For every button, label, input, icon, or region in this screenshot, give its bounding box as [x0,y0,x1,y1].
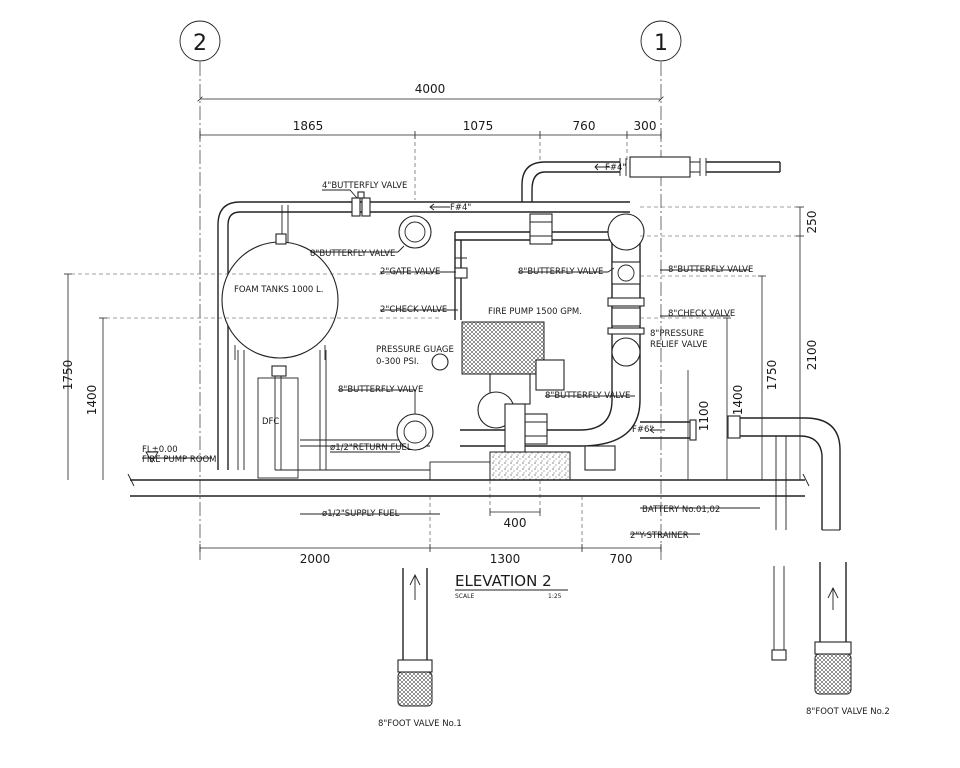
dim-700: 700 [610,552,633,566]
leader-lines [142,189,760,535]
dim-2000: 2000 [300,552,331,566]
grid-marker-2: 2 [179,20,221,62]
annotation-labels: 4"BUTTERFLY VALVE F#4" F#4" 8"BUTTERFLY … [142,163,890,729]
floor-line [127,473,810,497]
scale-label: SCALE [455,593,474,600]
dim-1300: 1300 [490,552,521,566]
scale-value: 1:25 [548,593,562,600]
foam-tank [221,233,339,377]
label-2in-gate-valve: 2"GATE VALVE [380,267,440,277]
label-8in-butterfly-valve-top-left: 8"BUTTERFLY VALVE [310,249,395,259]
drawing-title: ELEVATION 2 [455,572,552,590]
foot-valve-1 [397,568,433,707]
label-y-strainer: 2"Y-STRAINER [630,531,689,541]
label-fire-pump-room: FIRE PUMP ROOM [142,455,217,465]
label-8in-butterfly-valve-center: 8"BUTTERFLY VALVE [518,267,603,277]
dimension-top-segments: 1865 1075 760 300 [199,119,662,200]
dim-760: 760 [573,119,596,133]
dim-1400-left: 1400 [85,385,99,416]
label-supply-fuel: ø1/2"SUPPLY FUEL [322,509,400,519]
label-floor-level: FL±0.00 [142,445,178,455]
label-8in-butterfly-valve-low-center: 8"BUTTERFLY VALVE [545,391,630,401]
grid-marker-2-label: 2 [193,31,207,56]
label-pressure-relief-line2: RELIEF VALVE [650,340,708,350]
dim-4000: 4000 [415,82,446,96]
dim-1865: 1865 [293,119,324,133]
dim-1400-right: 1400 [731,385,745,416]
label-foam-tank: FOAM TANKS 1000 L. [234,285,323,295]
grid-marker-1: 1 [640,20,682,62]
fire-pump [429,321,616,481]
label-return-fuel: ø1/2"RETURN FUEL [330,443,412,453]
label-f6: F#6" [632,425,653,435]
foot-valve-2 [771,562,852,695]
label-battery: BATTERY No.01,02 [642,505,720,515]
dimension-bottom: 2000 1300 700 400 [199,480,662,566]
dim-250: 250 [805,211,819,234]
label-fire-pump: FIRE PUMP 1500 GPM. [488,307,582,317]
dim-1075: 1075 [463,119,494,133]
dimension-vertical-right: 250 2100 1750 1400 1100 [640,206,819,480]
label-pressure-relief-line1: 8"PRESSURE [650,329,704,339]
dimension-top-overall: 4000 [197,82,664,102]
label-f4-top: F#4" [605,163,626,173]
label-8in-check-valve: 8"CHECK VALVE [668,309,735,319]
label-2in-check-valve: 2"CHECK VALVE [380,305,447,315]
grid-marker-1-label: 1 [654,31,668,56]
label-foot-valve-1: 8"FOOT VALVE No.1 [378,719,462,729]
dim-1750: 1750 [765,360,779,391]
label-4in-butterfly-valve: 4"BUTTERFLY VALVE [322,181,407,191]
dim-300: 300 [634,119,657,133]
label-dfc: DFC [262,417,279,427]
dim-1100: 1100 [697,401,711,432]
label-8in-butterfly-valve-low-left: 8"BUTTERFLY VALVE [338,385,423,395]
label-pressure-gauge-line1: PRESSURE GUAGE [376,345,454,355]
label-pressure-gauge-line2: 0-300 PSI. [376,357,419,367]
label-foot-valve-2: 8"FOOT VALVE No.2 [806,707,890,717]
dim-400: 400 [504,516,527,530]
dim-1750-left: 1750 [61,360,75,391]
dimension-vertical-left: 1750 1400 [61,273,440,480]
drawing-title-block: ELEVATION 2 SCALE 1:25 [455,572,568,600]
dim-2100: 2100 [805,340,819,371]
label-f4-mid: F#4" [450,203,471,213]
valves [351,191,645,451]
label-8in-butterfly-valve-right: 8"BUTTERFLY VALVE [668,265,753,275]
